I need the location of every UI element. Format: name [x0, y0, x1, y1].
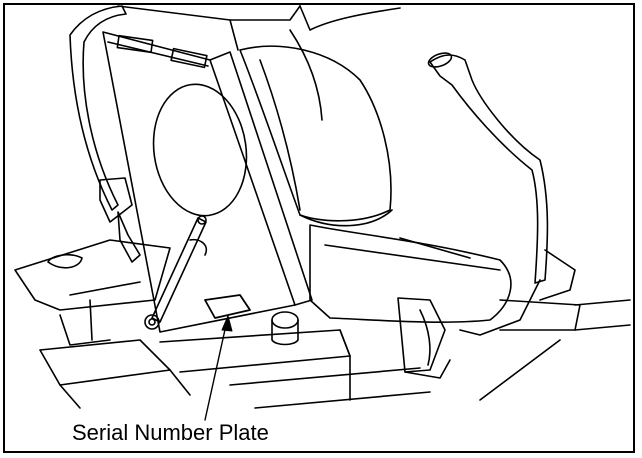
floor-plate — [14, 239, 171, 311]
serial-number-plate-label: Serial Number Plate — [72, 420, 269, 445]
seat-platform — [309, 224, 512, 323]
armrest-cap — [427, 52, 453, 68]
knob-top — [271, 311, 299, 329]
callout-arrowhead — [221, 315, 233, 332]
adjustment-lever — [151, 217, 207, 323]
label-slot-left — [116, 34, 154, 54]
callout-leader-line — [204, 315, 229, 421]
left-rail-lever — [99, 177, 133, 223]
right-armrest — [429, 54, 549, 284]
seat-back-oval — [152, 83, 248, 217]
label-slot-right — [170, 47, 208, 69]
serial-number-plate — [204, 294, 251, 319]
front-pedal-bracket — [397, 297, 446, 373]
seat-cushion — [239, 45, 392, 222]
